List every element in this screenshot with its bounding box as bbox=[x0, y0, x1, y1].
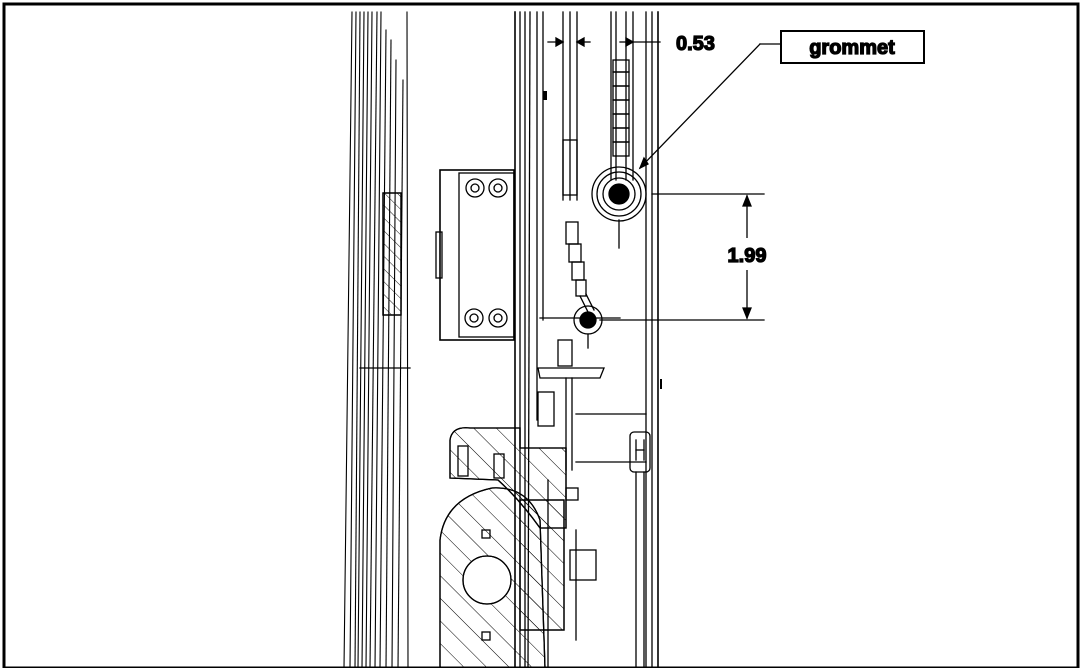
right-column-lines bbox=[645, 11, 662, 668]
dimension-0-53-lines bbox=[547, 36, 661, 48]
grommet-callout-box: grommet bbox=[780, 30, 925, 64]
left-cable bbox=[562, 11, 595, 313]
dimension-1-99-lines bbox=[599, 193, 765, 321]
grommet-leader bbox=[638, 43, 781, 170]
lower-mechanism bbox=[439, 339, 647, 668]
bracket-plate bbox=[435, 169, 515, 341]
right-cable bbox=[610, 11, 634, 181]
right-connector bbox=[629, 431, 651, 668]
left-wall-hatch bbox=[382, 192, 402, 316]
grommet-upper bbox=[591, 166, 647, 249]
grommet-lower bbox=[573, 305, 603, 349]
dimension-label-0-53: 0.53 bbox=[676, 33, 715, 55]
dimension-label-1-99: 1.99 bbox=[728, 245, 767, 267]
grommet-callout-label: grommet bbox=[809, 37, 895, 59]
left-wall-lines bbox=[343, 11, 409, 668]
